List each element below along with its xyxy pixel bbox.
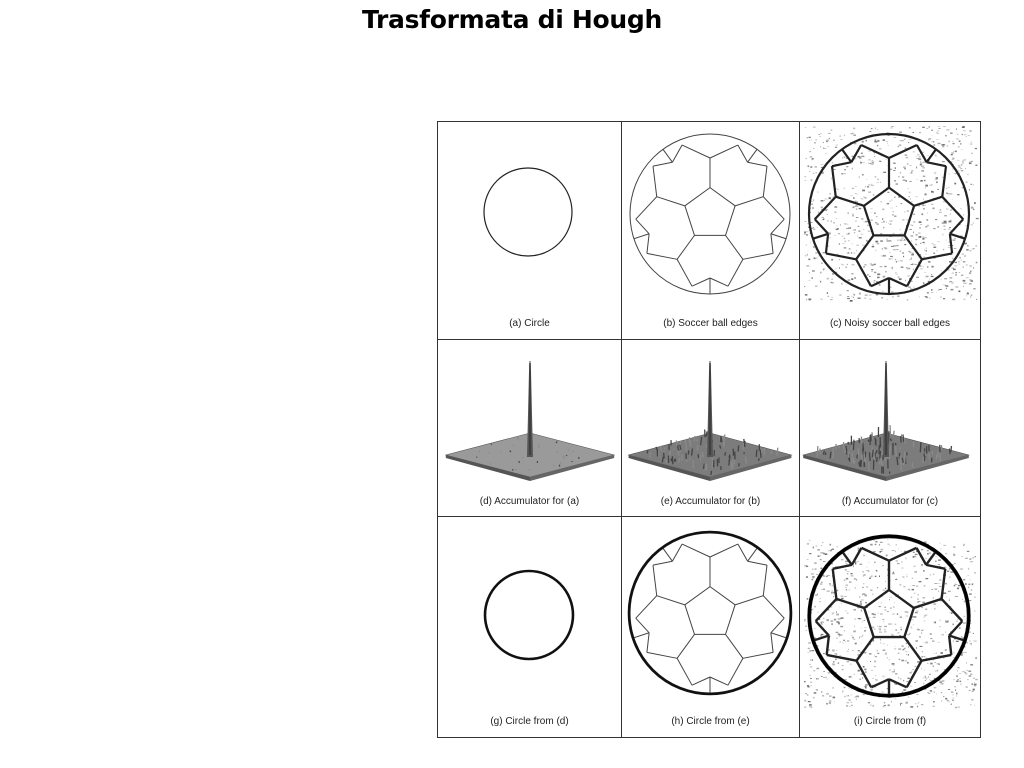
panel-caption: (d) Accumulator for (a) (479, 496, 580, 507)
panel-h-circle-from-e: (h) Circle from (e) (622, 517, 799, 737)
panel-d-accumulator-a: (d) Accumulator for (a) (438, 340, 621, 516)
panel-caption: (c) Noisy soccer ball edges (829, 318, 951, 329)
circle-image (483, 167, 573, 257)
grid-divider-vertical (621, 122, 622, 737)
panel-caption: (h) Circle from (e) (671, 716, 750, 727)
panel-e-accumulator-b: (e) Accumulator for (b) (622, 340, 799, 516)
noisy-soccer-ball-image (807, 132, 971, 296)
grid-divider-vertical (799, 122, 800, 737)
panel-c-noisy-soccer-ball-edges: (c) Noisy soccer ball edges (800, 122, 980, 339)
hough-figure-grid: (a) Circle (b) Soccer ball edges (c) Noi… (437, 121, 981, 738)
panel-caption: (a) Circle (509, 318, 550, 329)
detected-circle-image (483, 569, 575, 661)
accumulator-surface-image (444, 361, 616, 481)
grid-divider-horizontal (438, 339, 980, 340)
accumulator-surface-image (627, 361, 793, 481)
slide-title: Trasformata di Hough (362, 5, 662, 34)
accumulator-surface-image (802, 361, 970, 481)
panel-a-circle: (a) Circle (438, 122, 621, 339)
panel-caption: (f) Accumulator for (c) (841, 496, 939, 507)
panel-f-accumulator-c: (f) Accumulator for (c) (800, 340, 980, 516)
soccer-ball-edges-image (629, 133, 791, 295)
panel-b-soccer-ball-edges: (b) Soccer ball edges (622, 122, 799, 339)
panel-caption: (b) Soccer ball edges (663, 318, 758, 329)
panel-g-circle-from-d: (g) Circle from (d) (438, 517, 621, 737)
detected-noisy-soccer-ball-image (807, 534, 971, 698)
panel-caption: (g) Circle from (d) (490, 716, 569, 727)
grid-divider-horizontal (438, 516, 980, 517)
panel-caption: (i) Circle from (f) (853, 716, 927, 727)
detected-soccer-ball-image (627, 530, 793, 696)
panel-caption: (e) Accumulator for (b) (660, 496, 761, 507)
panel-i-circle-from-f: (i) Circle from (f) (800, 517, 980, 737)
